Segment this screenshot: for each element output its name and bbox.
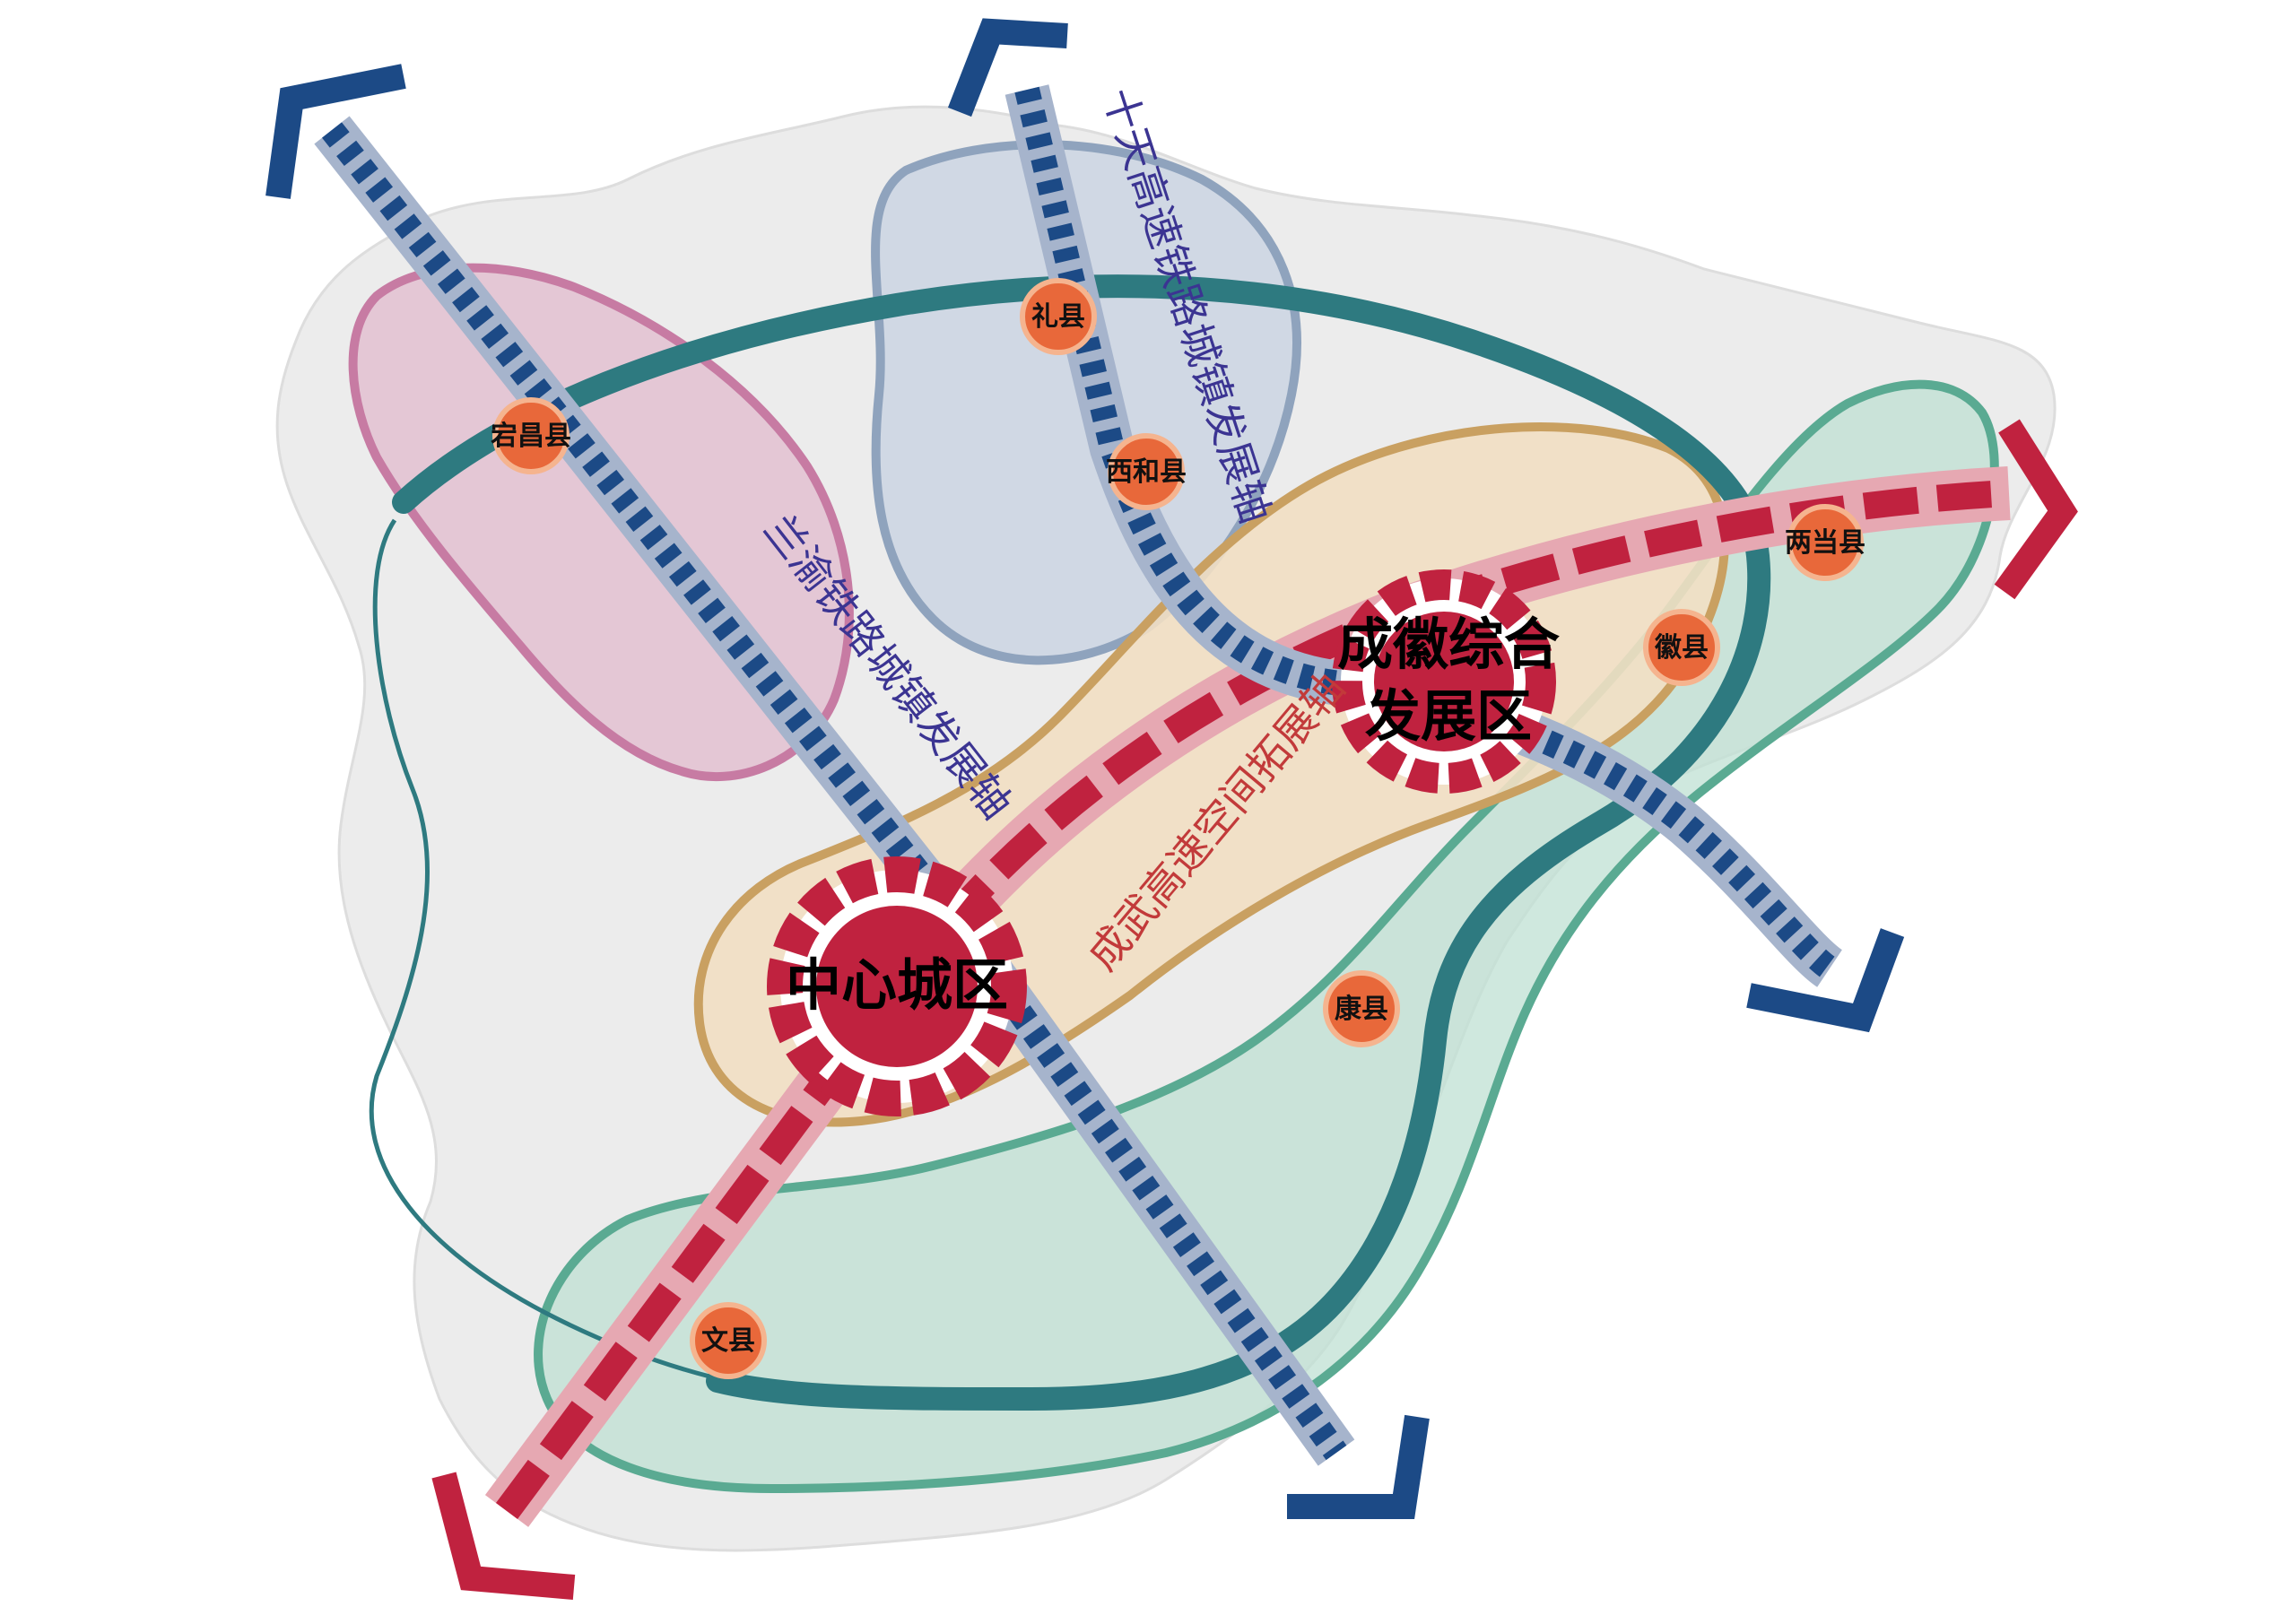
blue-arrow-s-icon — [1287, 1414, 1430, 1519]
shitian-axis-dashes — [1014, 86, 1838, 979]
county-dot — [1643, 609, 1720, 686]
county-lixian: 礼县 — [1020, 278, 1097, 355]
central-city-disc — [816, 906, 978, 1067]
chenghui-label-line2: 发展区 — [1365, 683, 1532, 749]
central-city-ring — [767, 856, 1027, 1116]
county-dangchang: 宕昌县 — [491, 397, 571, 474]
chenghui-ring — [1332, 569, 1556, 794]
teal-thin-line — [369, 518, 898, 1402]
county-kangxian: 康县 — [1323, 970, 1400, 1047]
blue-arrow-n-icon — [947, 18, 1068, 117]
county-dot — [1323, 970, 1400, 1047]
county-wenxian: 文县 — [690, 1302, 767, 1379]
county-dot — [1108, 433, 1185, 510]
county-label: 宕昌县 — [491, 421, 571, 452]
county-label: 徽县 — [1654, 632, 1709, 664]
red-arrow-e-icon — [1994, 419, 2078, 600]
county-xihe: 西和县 — [1106, 433, 1187, 510]
teal-corridor-path — [392, 274, 1771, 1411]
lanyu-axis-dashes — [322, 122, 1347, 1461]
blue-arrow-se-icon — [1746, 928, 1905, 1033]
county-huixian: 徽县 — [1643, 609, 1720, 686]
county-label: 礼县 — [1031, 301, 1085, 333]
county-label: 文县 — [701, 1325, 755, 1357]
central-city-core: 中心城区 — [767, 856, 1027, 1116]
chenghui-core: 成徽综合 发展区 — [1332, 569, 1560, 794]
county-nodes: 宕昌县 礼县 西和县 两当县 徽县 康县 文县 — [491, 278, 1866, 1379]
red-arrow-sw-icon — [431, 1472, 576, 1600]
teal-corridor — [369, 274, 1771, 1411]
county-label: 两当县 — [1785, 527, 1866, 559]
county-dot — [1020, 278, 1097, 355]
chenghui-label-line1: 成徽综合 — [1337, 612, 1560, 677]
chenghui-disc — [1374, 612, 1514, 751]
county-dot — [690, 1302, 767, 1379]
county-dot — [1787, 504, 1864, 581]
county-liangdang: 两当县 — [1785, 504, 1866, 581]
county-label: 西和县 — [1106, 456, 1187, 488]
county-dot — [492, 397, 570, 474]
county-label: 康县 — [1335, 994, 1388, 1025]
central-city-label: 中心城区 — [786, 952, 1008, 1018]
blue-arrow-nw-icon — [265, 64, 406, 199]
